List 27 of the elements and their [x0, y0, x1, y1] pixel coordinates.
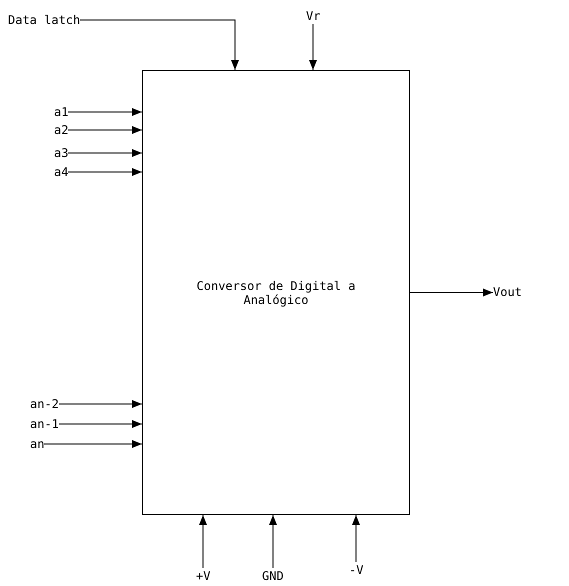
arrow — [68, 149, 142, 157]
pin-label: an-2 — [30, 396, 59, 412]
arrow — [352, 514, 360, 562]
arrow — [68, 168, 142, 176]
arrow — [80, 20, 239, 70]
arrow — [410, 288, 494, 296]
arrow — [58, 400, 142, 408]
pin-label: Vout — [493, 284, 522, 300]
pin-label: +V — [196, 568, 210, 584]
arrow — [68, 126, 142, 134]
pin-label: Data latch — [8, 12, 80, 28]
pin-label: -V — [349, 562, 364, 578]
pin-label: a2 — [54, 122, 68, 138]
pin-label: a4 — [54, 164, 68, 180]
arrow — [269, 514, 277, 568]
arrow — [68, 108, 142, 116]
arrow — [44, 440, 142, 448]
pin-label: a1 — [54, 104, 68, 120]
converter-block: Conversor de Digital a Analógico — [142, 70, 410, 515]
pin-label: a3 — [54, 145, 68, 161]
arrow — [199, 514, 207, 568]
arrow — [309, 24, 317, 70]
pin-label: an-1 — [30, 416, 59, 432]
pin-label: GND — [262, 568, 284, 584]
arrow — [58, 420, 142, 428]
pin-label: an — [30, 436, 44, 452]
pin-label: Vr — [306, 8, 320, 24]
